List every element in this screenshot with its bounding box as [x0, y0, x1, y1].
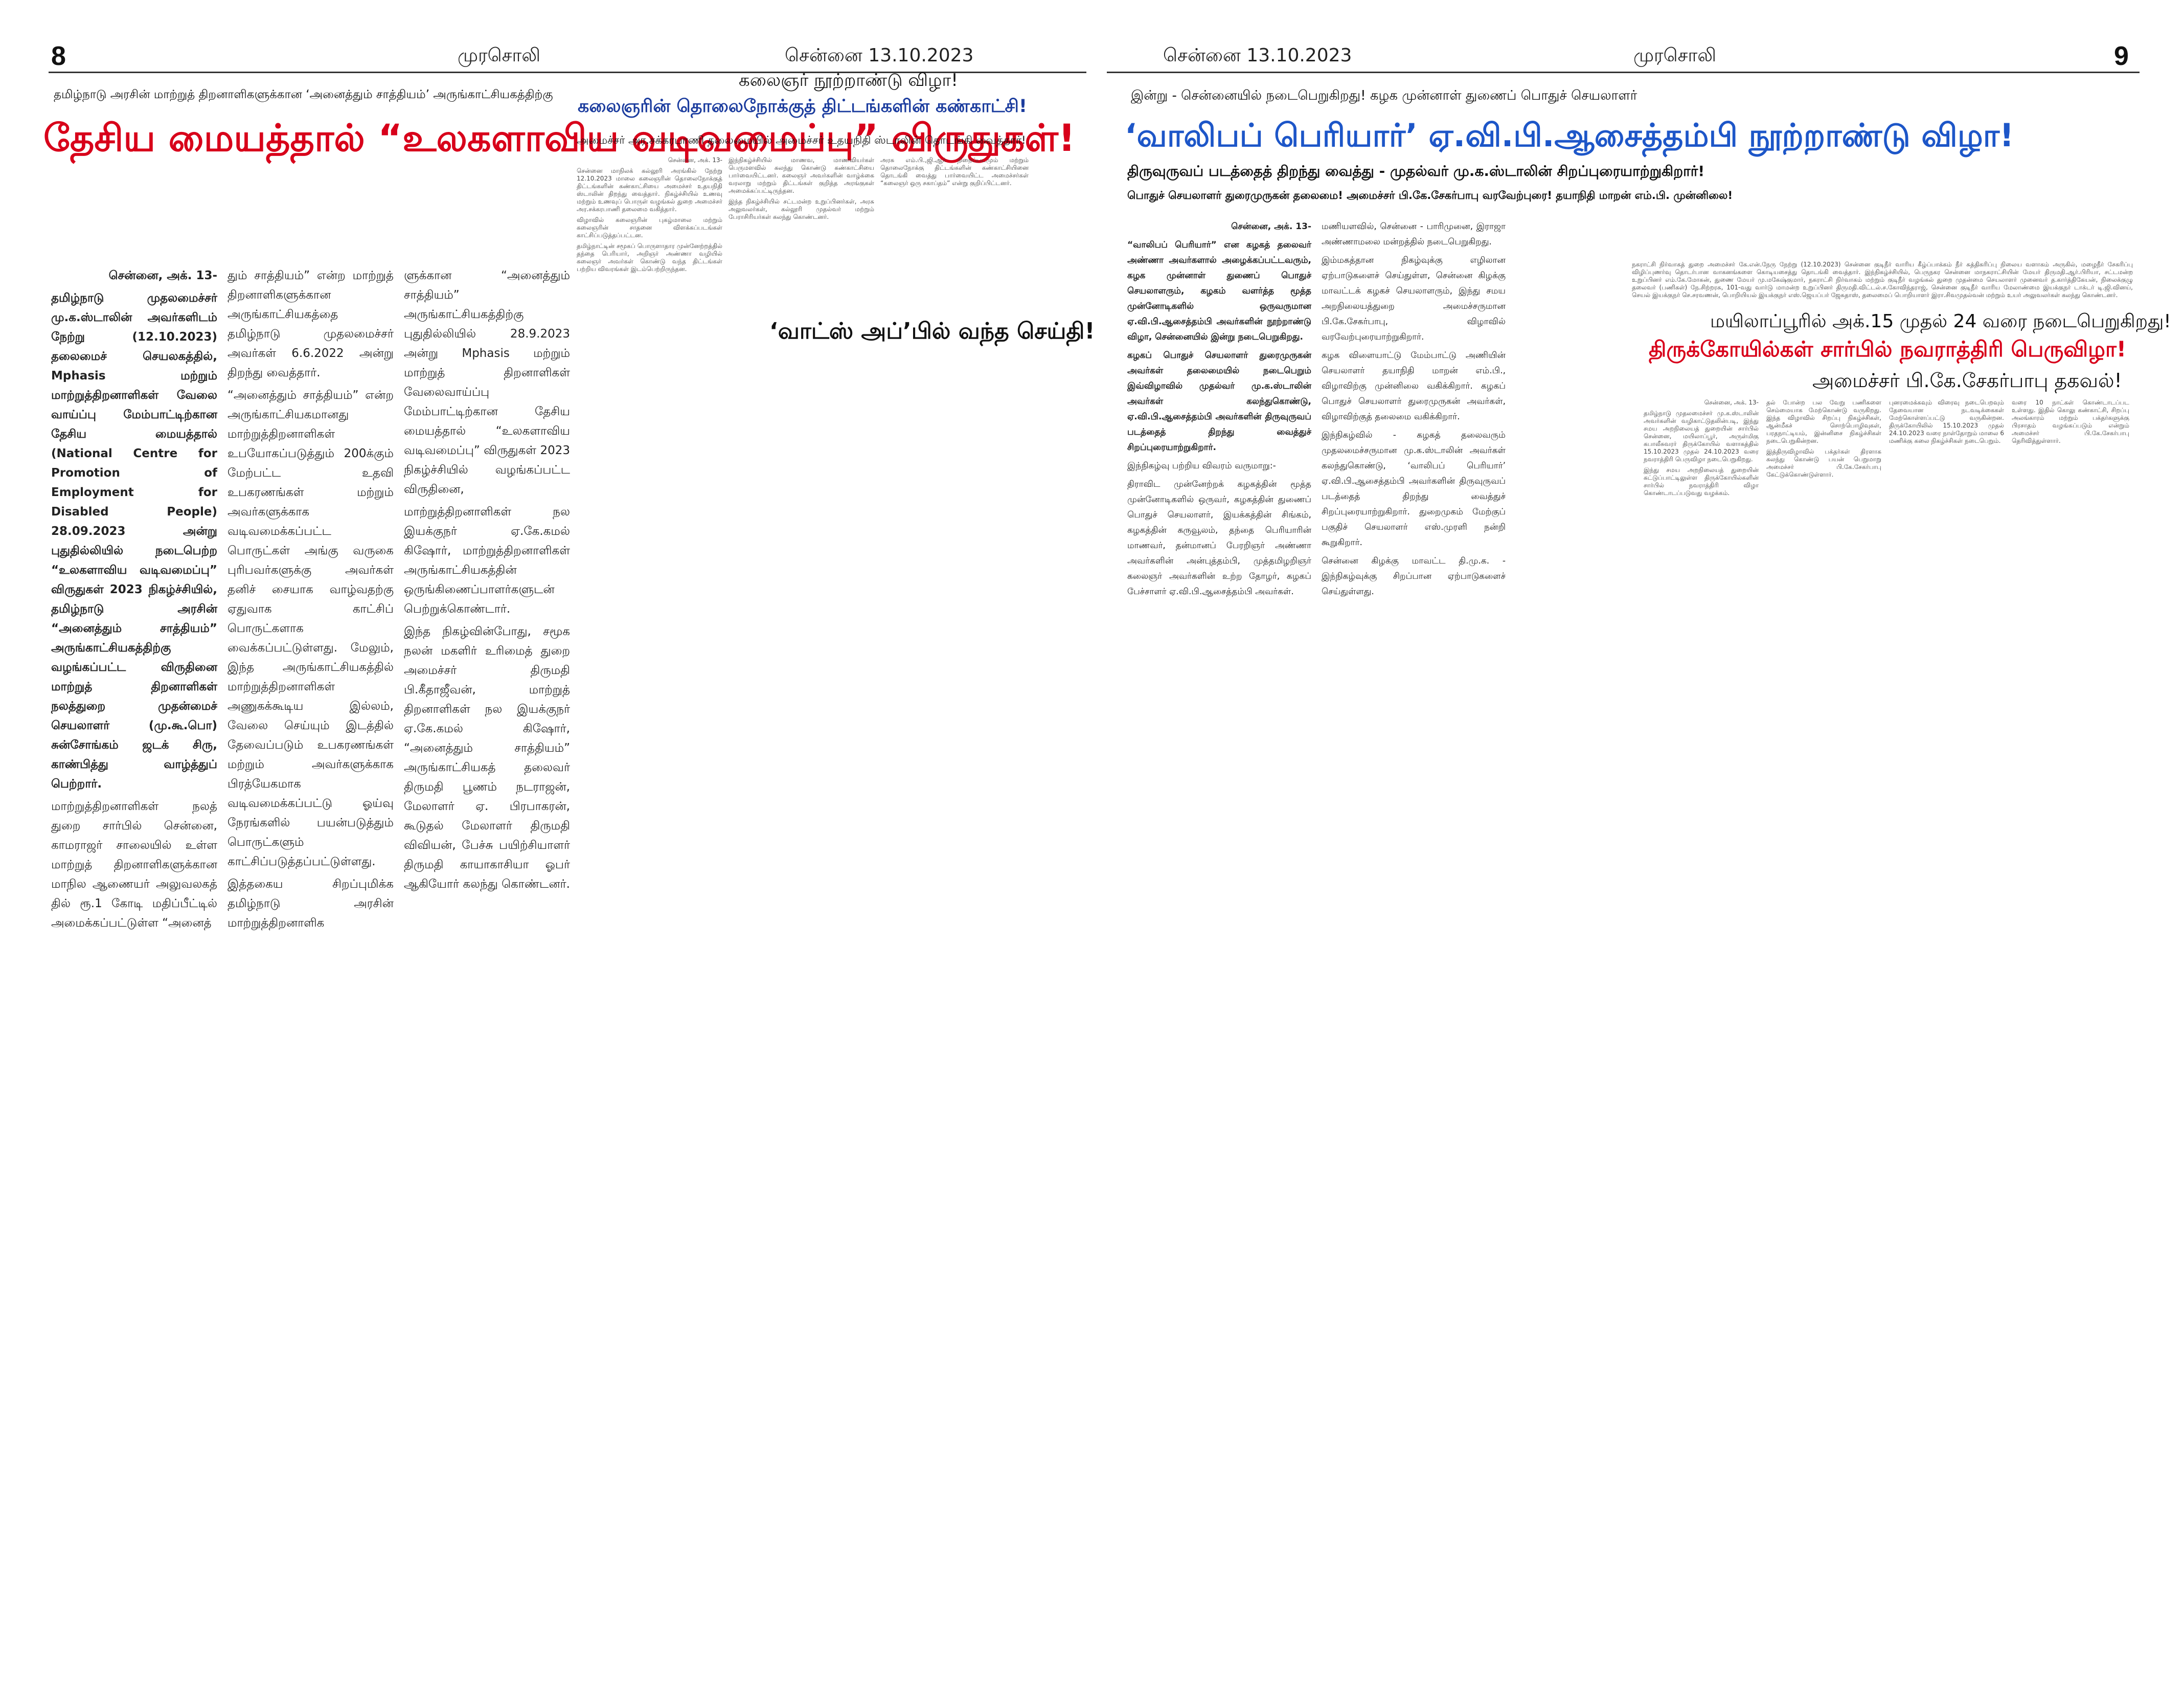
paragraph: இந்த நிகழ்வின்போது, சமூக நலன் மகளிர் உரி…	[404, 625, 570, 891]
center-left-kicker: கலைஞர் நூற்றாண்டு விழா!	[739, 70, 958, 91]
right-paper-name: முரசொலி	[1633, 45, 1716, 66]
paragraph: மாற்றுத்திறனாளிகள் நலத் துறை சார்பில் செ…	[51, 800, 217, 930]
dateline: சென்னை, அக். 13-	[1704, 399, 1759, 406]
paragraph: இந்நிகழ்வு பற்றிய விவரம் வருமாறு:-	[1127, 461, 1276, 471]
paragraph: தமிழ்நாடு முதலமைச்சர் மு.க.ஸ்டாலின் அவர்…	[51, 291, 217, 791]
center-left-subhead: அமைச்சர் அர.சக்கரபாணி தலைமையில் அமைச்சர்…	[577, 134, 1026, 146]
paragraph: நகராட்சி நிர்வாகத் துறை அமைச்சர் கே.என்.…	[1632, 261, 2133, 299]
center-left-col-2: இந்நிகழ்ச்சியில் மாணவ, மாணவியர்கள் பெரும…	[729, 156, 874, 224]
right-story-kicker: மயிலாப்பூரில் அக்.15 முதல் 24 வரை நடைபெற…	[1710, 311, 2171, 332]
center-right-kicker: இன்று - சென்னையில் நடைபெறுகிறது! கழக முன…	[1131, 88, 1637, 103]
paragraph: இம்மகத்தான நிகழ்வுக்கு எழிலான ஏற்பாடுகளை…	[1322, 255, 1506, 342]
right-page-number: 9	[2114, 41, 2129, 71]
center-right-col-2: மணியளவில், சென்னை - பாரிமுனை, இராஜா அண்ண…	[1322, 219, 1506, 602]
left-story-col-1: சென்னை, அக். 13- தமிழ்நாடு முதலமைச்சர் ம…	[51, 266, 217, 936]
paragraph: “வாலிபப் பெரியார்” என கழகத் தலைவர் அண்ணா…	[1127, 240, 1311, 342]
paragraph: சென்னை கிழக்கு மாவட்ட தி.மு.க. - இந்நிகழ…	[1322, 556, 1506, 597]
right-story-col-1: சென்னை, அக். 13- தமிழ்நாடு முதலமைச்சர் ம…	[1644, 399, 1759, 500]
paragraph: அரசு எம்.பி.,ஜி.ஆர் நிறைப்படமும் மற்றும்…	[880, 156, 1029, 187]
right-header-rule	[1107, 72, 2140, 73]
right-story-col-4: வரை 10 நாட்கள் கொண்டாடப்பட உள்ளது. இதில்…	[2012, 399, 2129, 448]
left-story-headline: தேசிய மையத்தால் “உலகளாவிய வடிவமைப்பு” வி…	[43, 117, 1076, 160]
right-top-story: நகராட்சி நிர்வாகத் துறை அமைச்சர் கே.என்.…	[1632, 261, 2133, 302]
right-story-col-3: புனரமைக்கவும் விரைவு நடைபெறவும் தேவையான …	[1889, 399, 2004, 448]
center-right-col-1: சென்னை, அக். 13- “வாலிபப் பெரியார்” என க…	[1127, 219, 1311, 602]
left-story-col-2: தும் சாத்தியம்” என்ற மாற்றுத் திறனாளிகளு…	[228, 266, 394, 936]
paragraph: இந்நிகழ்வில் - கழகத் தலைவரும் முதலமைச்சர…	[1322, 430, 1506, 548]
dateline: சென்னை, அக். 13-	[668, 156, 722, 164]
center-right-subhead-1: திருவுருவப் படத்தைத் திறந்து வைத்து - மு…	[1127, 163, 1705, 179]
paragraph: “அனைத்தும் சாத்தியம்” என்ற அருங்காட்சியக…	[228, 389, 394, 868]
center-left-headline: கலைஞரின் தொலைநோக்குத் திட்டங்களின் கண்கா…	[578, 96, 1027, 117]
dateline: சென்னை, அக். 13-	[1231, 221, 1311, 232]
left-story-kicker: தமிழ்நாடு அரசின் மாற்றுத் திறனாளிகளுக்கா…	[54, 88, 553, 101]
left-dateline: சென்னை 13.10.2023	[785, 45, 974, 66]
left-paper-name: முரசொலி	[458, 45, 540, 66]
dateline: சென்னை, அக். 13-	[108, 269, 217, 282]
right-story-subhead: அமைச்சர் பி.கே.சேகர்பாபு தகவல்!	[1812, 369, 2122, 392]
paragraph: தமிழ்நாட்டின் சமூகப் பொருளாதார முன்னேற்ற…	[577, 242, 722, 273]
paragraph: தும் சாத்தியம்” என்ற மாற்றுத் திறனாளிகளு…	[228, 269, 394, 379]
paragraph: தமிழ்நாடு முதலமைச்சர் மு.க.ஸ்டாலின் அவர்…	[1644, 410, 1759, 463]
paragraph: வரை 10 நாட்கள் கொண்டாடப்பட உள்ளது. இதில்…	[2012, 399, 2129, 444]
right-story-col-2: தல் போன்ற பல வேறு பணிகளை செம்மையாக மேற்க…	[1766, 399, 1881, 482]
whatsapp-news-headline: ‘வாட்ஸ் அப்’பில் வந்த செய்தி!	[769, 318, 1095, 344]
paragraph: இந்நிகழ்ச்சியில் மாணவ, மாணவியர்கள் பெரும…	[729, 156, 874, 194]
paragraph: மணியளவில், சென்னை - பாரிமுனை, இராஜா அண்ண…	[1322, 221, 1506, 247]
center-left-col-3: அரசு எம்.பி.,ஜி.ஆர் நிறைப்படமும் மற்றும்…	[880, 156, 1029, 190]
paragraph: இத்தகைய சிறப்புமிக்க தமிழ்நாடு அரசின் மா…	[228, 878, 394, 930]
paragraph: விழாவில் கலைஞரின் புகழ்மாலை மற்றும் கலைஞ…	[577, 216, 722, 239]
paragraph: இந்து சமய அறநிலையத் துறையின் கட்டுப்பாட்…	[1644, 466, 1759, 497]
right-dateline: சென்னை 13.10.2023	[1163, 45, 1352, 66]
paragraph: திராவிட முன்னேற்றக் கழகத்தின் மூத்த முன்…	[1127, 479, 1311, 597]
paragraph: கழக விளையாட்டு மேம்பாட்டு அணியின் செயலாள…	[1322, 350, 1506, 422]
center-left-col-1: சென்னை, அக். 13- சென்னை மாநிலக் கல்லூரி …	[577, 156, 722, 276]
paragraph: இந்த நிகழ்ச்சியில் சட்டமன்ற உறுப்பினர்கள…	[729, 198, 874, 220]
paragraph: தல் போன்ற பல வேறு பணிகளை செம்மையாக மேற்க…	[1766, 399, 1881, 444]
left-header-rule	[49, 72, 1086, 73]
paragraph: ளுக்கான “அனைத்தும் சாத்தியம்” அருங்காட்ச…	[404, 269, 570, 496]
right-story-headline: திருக்கோயில்கள் சார்பில் நவராத்திரி பெரு…	[1649, 336, 2127, 362]
left-page-number: 8	[51, 41, 66, 71]
paragraph: கழகப் பொதுச் செயலாளர் துரைமுருகன் அவர்கள…	[1127, 350, 1311, 453]
center-right-headline: ‘வாலிபப் பெரியார்’ ஏ.வி.பி.ஆசைத்தம்பி நூ…	[1125, 117, 2014, 154]
paragraph: புனரமைக்கவும் விரைவு நடைபெறவும் தேவையான …	[1889, 399, 2004, 444]
center-right-subhead-2: பொதுச் செயலாளர் துரைமுருகன் தலைமை! அமைச்…	[1127, 189, 1733, 201]
paragraph: சென்னை மாநிலக் கல்லூரி அரங்கில் நேற்று 1…	[577, 167, 722, 213]
left-story-col-3: ளுக்கான “அனைத்தும் சாத்தியம்” அருங்காட்ச…	[404, 266, 570, 897]
paragraph: இத்திருவிழாவில் பக்தர்கள் திரளாக கலந்து …	[1766, 448, 1881, 478]
paragraph: மாற்றுத்திறனாளிகள் நல இயக்குநர் ஏ.கே.கமல…	[404, 505, 570, 616]
